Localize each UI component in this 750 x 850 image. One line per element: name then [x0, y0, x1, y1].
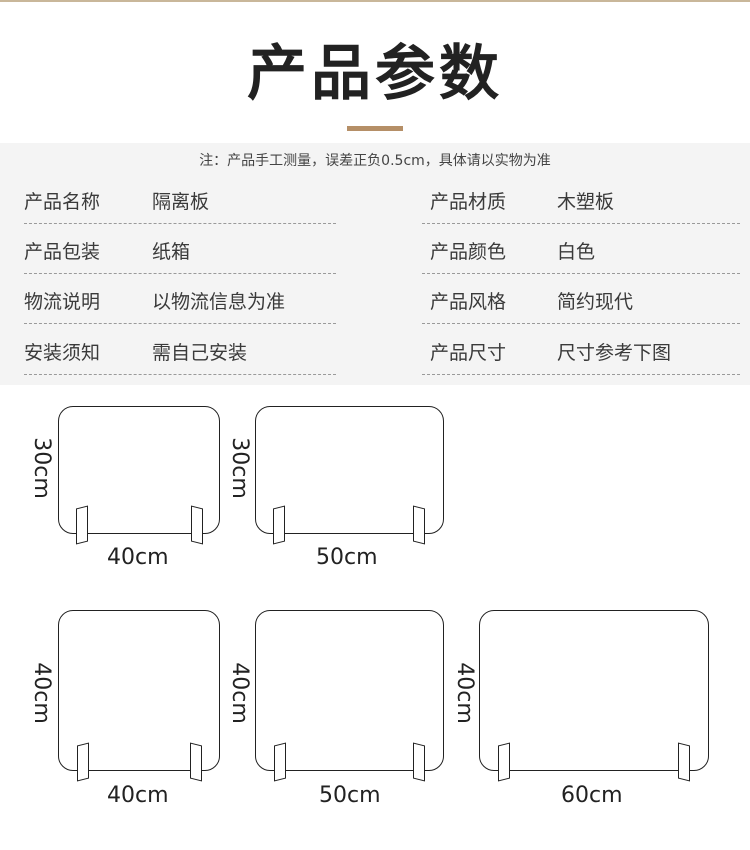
- board-foot: [678, 742, 690, 782]
- param-key: 产品材质: [430, 191, 507, 213]
- param-row-material: 产品材质 木塑板: [422, 177, 740, 224]
- param-value: 以物流信息为准: [152, 291, 286, 313]
- param-key: 产品包装: [24, 241, 101, 263]
- board-outline: [255, 406, 444, 534]
- height-label: 40cm: [451, 662, 477, 724]
- board-foot: [413, 742, 425, 782]
- height-label: 40cm: [28, 662, 54, 724]
- param-value: 木塑板: [557, 191, 615, 213]
- param-key: 产品尺寸: [430, 342, 507, 364]
- param-value: 尺寸参考下图: [557, 342, 672, 364]
- param-row-logistics: 物流说明 以物流信息为准: [24, 277, 336, 324]
- board-foot: [190, 742, 202, 782]
- param-row-style: 产品风格 简约现代: [422, 277, 740, 324]
- param-row-package: 产品包装 纸箱: [24, 227, 336, 274]
- param-value: 简约现代: [557, 291, 634, 313]
- measurement-note: 注：产品手工测量，误差正负0.5cm，具体请以实物为准: [199, 153, 551, 169]
- board-foot: [413, 505, 425, 545]
- title-underline: [347, 126, 403, 131]
- param-row-color: 产品颜色 白色: [422, 227, 740, 274]
- param-row-install: 安装须知 需自己安装: [24, 328, 336, 375]
- board-outline: [255, 610, 444, 771]
- page-title: 产品参数: [247, 39, 503, 109]
- width-label: 50cm: [319, 783, 381, 808]
- board-foot: [274, 742, 286, 782]
- board-outline: [479, 610, 709, 771]
- param-key: 产品风格: [430, 291, 507, 313]
- params-panel: 注：产品手工测量，误差正负0.5cm，具体请以实物为准 产品名称 隔离板 产品包…: [0, 143, 750, 385]
- width-label: 50cm: [316, 545, 378, 570]
- param-row-size: 产品尺寸 尺寸参考下图: [422, 328, 740, 375]
- board-foot: [273, 505, 285, 545]
- board-foot: [498, 742, 510, 782]
- param-key: 产品颜色: [430, 241, 507, 263]
- width-label: 60cm: [561, 783, 623, 808]
- param-value: 白色: [557, 241, 596, 263]
- height-label: 30cm: [28, 437, 54, 499]
- board-foot: [191, 505, 203, 545]
- param-value: 纸箱: [152, 241, 191, 263]
- width-label: 40cm: [107, 545, 169, 570]
- param-value: 需自己安装: [152, 342, 248, 364]
- board-foot: [77, 742, 89, 782]
- param-key: 产品名称: [24, 191, 101, 213]
- param-key: 安装须知: [24, 342, 101, 364]
- top-accent-line: [0, 0, 750, 2]
- height-label: 30cm: [226, 437, 252, 499]
- param-key: 物流说明: [24, 291, 101, 313]
- width-label: 40cm: [107, 783, 169, 808]
- height-label: 40cm: [226, 662, 252, 724]
- board-foot: [76, 505, 88, 545]
- param-row-name: 产品名称 隔离板: [24, 177, 336, 224]
- param-value: 隔离板: [152, 191, 210, 213]
